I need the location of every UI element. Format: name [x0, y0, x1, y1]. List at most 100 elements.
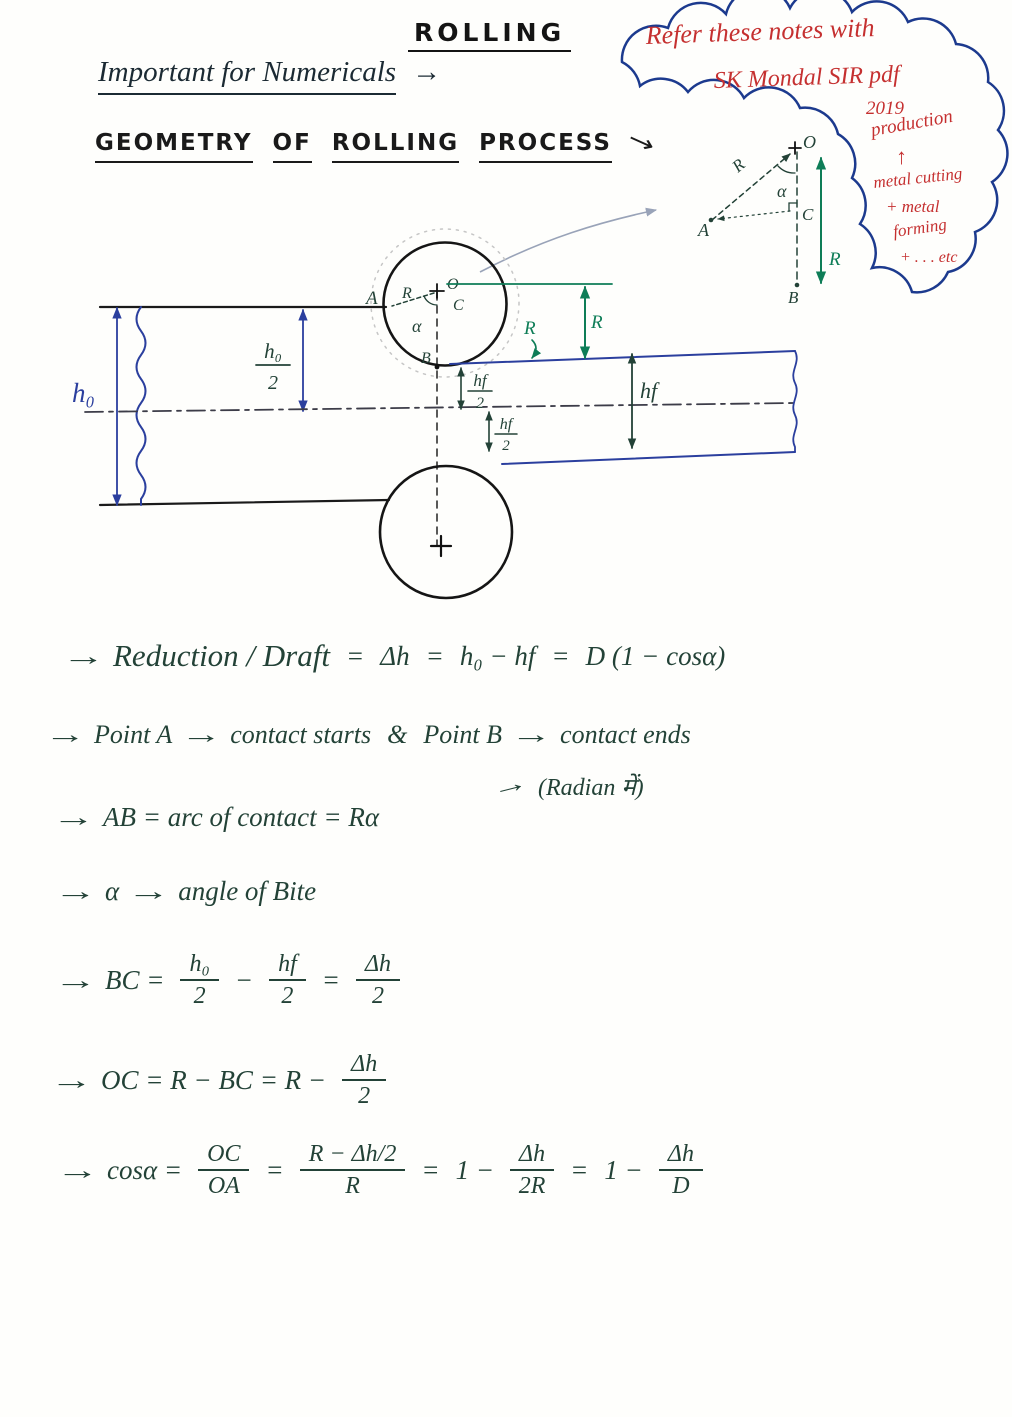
arrow-icon: →: [180, 720, 223, 749]
equals: =: [421, 1155, 440, 1186]
numerator: hf: [269, 951, 306, 982]
inset-detail: O C A B R α R: [697, 132, 841, 307]
arrow-icon: →: [55, 1155, 100, 1186]
entry-strip-bottom: [98, 498, 391, 507]
denominator: 2: [358, 1083, 371, 1110]
numerator: Δh: [355, 951, 401, 982]
denominator: 2: [372, 983, 385, 1010]
h0-half-denominator: 2: [268, 372, 278, 394]
formula-bc: → BC = h₀ 2 − hf 2 = Δh 2: [54, 951, 401, 1010]
equals: =: [321, 965, 340, 996]
up-arrow-icon: ↑: [896, 144, 907, 169]
fraction: OC OA: [198, 1141, 250, 1200]
hf-half-denominator: 2: [476, 395, 484, 412]
entry-strip-break-edge: [135, 306, 147, 506]
rolling-diagram: Refer these notes with SK Mondal SIR pdf…: [72, 0, 1009, 600]
fraction: h₀ 2: [180, 951, 219, 1010]
label-b: B: [421, 350, 431, 367]
arrow-icon: →: [49, 1065, 94, 1096]
label-r: R: [401, 285, 412, 302]
oa-radius-dashed: [391, 292, 435, 307]
pencil-halo: [370, 228, 520, 378]
fraction: R − Δh/2 R: [299, 1141, 406, 1199]
hf-half-numerator: hf: [500, 416, 515, 433]
label-r-green: R: [590, 312, 603, 333]
angle-arc: [777, 165, 796, 174]
center-cross: [788, 141, 802, 155]
formula-term: 1 −: [604, 1155, 643, 1186]
numerator: Δh: [342, 1051, 387, 1082]
arrow-icon: →: [412, 56, 442, 88]
formula-arc-of-contact: → AB = arc of contact = Rα: [52, 802, 380, 833]
formula-contact-points: → Point A → contact starts & Point B → c…: [44, 720, 691, 750]
denominator: 2R: [518, 1173, 546, 1200]
formula-oc: → OC = R − BC = R − Δh 2: [50, 1051, 387, 1110]
formula-term: contact starts: [230, 720, 372, 749]
detail-callout-arrow: [479, 207, 658, 273]
denominator: D: [672, 1173, 690, 1200]
inset-ao-line: [711, 153, 791, 221]
heading-word: ROLLING: [331, 130, 460, 163]
numerator: Δh: [658, 1141, 703, 1172]
top-roller-center-cross: [429, 283, 445, 299]
denominator: 2: [193, 983, 206, 1010]
section-heading: GEOMETRY OF ROLLING PROCESS →: [95, 125, 661, 163]
label-c: C: [802, 205, 814, 224]
fraction: Δh D: [658, 1141, 703, 1200]
heading-word: GEOMETRY: [95, 130, 253, 163]
top-roller: [382, 241, 508, 367]
point-b-dot: [794, 282, 800, 288]
label-a: A: [364, 288, 378, 309]
cloud-line: + . . . etc: [900, 249, 957, 266]
exit-strip-top: [449, 350, 796, 365]
formula-angle-of-bite: → α → angle of Bite: [54, 876, 316, 907]
cloud-outline: [620, 0, 1009, 294]
formula-term: AB = arc of contact = Rα: [103, 802, 380, 832]
hf-half-numerator: hf: [473, 371, 489, 390]
numerator: R − Δh/2: [299, 1141, 406, 1172]
arrow-icon: →: [53, 876, 98, 906]
subtitle: Important for Numericals →: [98, 56, 441, 95]
cloud-line: + metal: [886, 197, 940, 216]
fraction: Δh 2R: [510, 1141, 555, 1200]
fraction: hf 2: [269, 951, 306, 1009]
cloud-line: metal cutting: [872, 164, 963, 192]
arrow-icon: →: [127, 876, 171, 906]
inset-ac-line: [717, 210, 791, 222]
arrow-icon: →: [44, 720, 86, 749]
formula-reduction: → Reduction / Draft = Δh = h₀ − hf = D (…: [62, 638, 726, 674]
angle-arc: [423, 295, 438, 306]
arrow-icon: →: [53, 965, 98, 996]
arrow-icon: →: [51, 802, 96, 832]
cloud-line: Refer these notes with: [644, 13, 875, 50]
label-o: O: [803, 132, 816, 152]
cloud-note: Refer these notes with SK Mondal SIR pdf…: [644, 13, 963, 266]
arrow-icon: →: [489, 769, 531, 803]
equals: =: [551, 640, 570, 671]
arrow-icon: →: [510, 720, 552, 749]
equals: =: [425, 640, 444, 671]
label-b: B: [788, 288, 799, 307]
cloud-line: 2019: [866, 98, 905, 119]
label-r-green: R: [828, 249, 841, 270]
formula-term: D (1 − cosα): [585, 640, 726, 671]
fraction: Δh 2: [342, 1051, 387, 1110]
operator: −: [234, 965, 254, 996]
label-r: R: [728, 154, 749, 176]
heading-word: OF: [272, 130, 312, 163]
formula-term: h₀ − hf: [459, 640, 536, 671]
fraction: Δh 2: [355, 951, 401, 1010]
label-alpha: α: [777, 181, 787, 201]
centerline: [84, 402, 794, 413]
annotation-text: (Radian में): [538, 775, 644, 801]
bottom-roller: [378, 464, 514, 600]
bottom-roller-center-cross: [429, 534, 453, 558]
curved-arrow: [531, 339, 542, 359]
formula-term: cosα =: [107, 1155, 183, 1186]
label-h0: h₀: [72, 378, 95, 408]
equals: =: [570, 1155, 589, 1186]
denominator: OA: [207, 1173, 240, 1200]
main-diagram: h₀ h₀ 2 A R O C α B: [72, 228, 798, 600]
cloud-line: SK Mondal SIR pdf: [713, 61, 903, 94]
